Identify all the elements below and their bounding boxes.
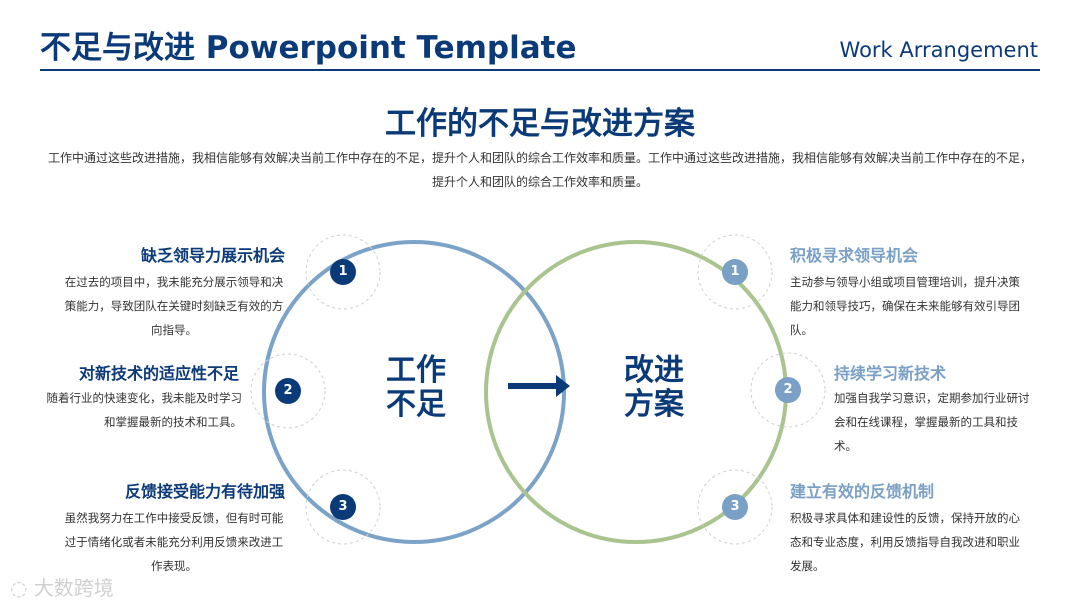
- left-item-3-title: 反馈接受能力有待加强: [124, 482, 285, 501]
- left-item-2-desc: 随着行业的快速变化，我未能及时学习和掌握最新的技术和工具。: [46, 391, 243, 429]
- right-item-2-badge: 2: [775, 377, 801, 403]
- right-item-3-title: 建立有效的反馈机制: [790, 482, 935, 501]
- watermark-logo-icon: ◌: [10, 576, 28, 600]
- right-item-1-desc: 主动参与领导小组或项目管理培训，提升决策能力和领导技巧，确保在未来能够有效引导团…: [790, 275, 1020, 337]
- header-subtitle: Work Arrangement: [839, 38, 1038, 62]
- halo-right-3: [697, 469, 773, 545]
- header-divider: [40, 69, 1040, 71]
- watermark: ◌ 大数跨境: [10, 572, 114, 601]
- left-item-2-title: 对新技术的适应性不足: [78, 364, 239, 383]
- right-circle-label-line2: 方案: [624, 387, 684, 422]
- left-item-3-desc: 虽然我努力在工作中接受反馈，但有时可能过于情绪化或者未能充分利用反馈来改进工作表…: [64, 511, 284, 573]
- right-circle-label-line1: 改进: [624, 353, 684, 388]
- halo-left-2: [250, 353, 326, 429]
- halo-right-2: [750, 352, 826, 428]
- left-item-1-badge: 1: [330, 259, 356, 285]
- right-item-2-desc: 加强自我学习意识，定期参加行业研讨会和在线课程，掌握最新的工具和技术。: [834, 391, 1030, 453]
- left-circle: [262, 240, 566, 544]
- halo-right-1: [697, 234, 773, 310]
- left-item-1-title: 缺乏领导力展示机会: [140, 246, 285, 265]
- right-item-2-title: 持续学习新技术: [834, 364, 947, 383]
- right-item-3-badge: 3: [722, 494, 748, 520]
- left-item-3-badge: 3: [330, 494, 356, 520]
- header-title: 不足与改进 Powerpoint Template: [40, 30, 577, 66]
- right-item-3-desc: 积极寻求具体和建设性的反馈，保持开放的心态和专业态度，利用反馈指导自我改进和职业…: [790, 511, 1020, 573]
- left-circle-label-line2: 不足: [386, 387, 446, 422]
- left-circle-label: 工作 不足: [376, 354, 456, 422]
- right-item-1-badge: 1: [722, 259, 748, 285]
- watermark-text: 大数跨境: [33, 576, 114, 600]
- section-title: 工作的不足与改进方案: [385, 106, 695, 142]
- left-item-1-desc: 在过去的项目中，我未能充分展示领导和决策能力，导致团队在关键时刻缺乏有效的方向指…: [64, 275, 284, 337]
- right-arrow-icon: [508, 375, 570, 397]
- right-circle-label: 改进 方案: [614, 354, 694, 422]
- intro-paragraph: 工作中通过这些改进措施，我相信能够有效解决当前工作中存在的不足，提升个人和团队的…: [48, 151, 1033, 189]
- halo-left-1: [305, 234, 381, 310]
- right-item-1-title: 积极寻求领导机会: [790, 246, 919, 265]
- left-circle-label-line1: 工作: [386, 353, 446, 388]
- halo-left-3: [305, 469, 381, 545]
- left-item-2-badge: 2: [275, 378, 301, 404]
